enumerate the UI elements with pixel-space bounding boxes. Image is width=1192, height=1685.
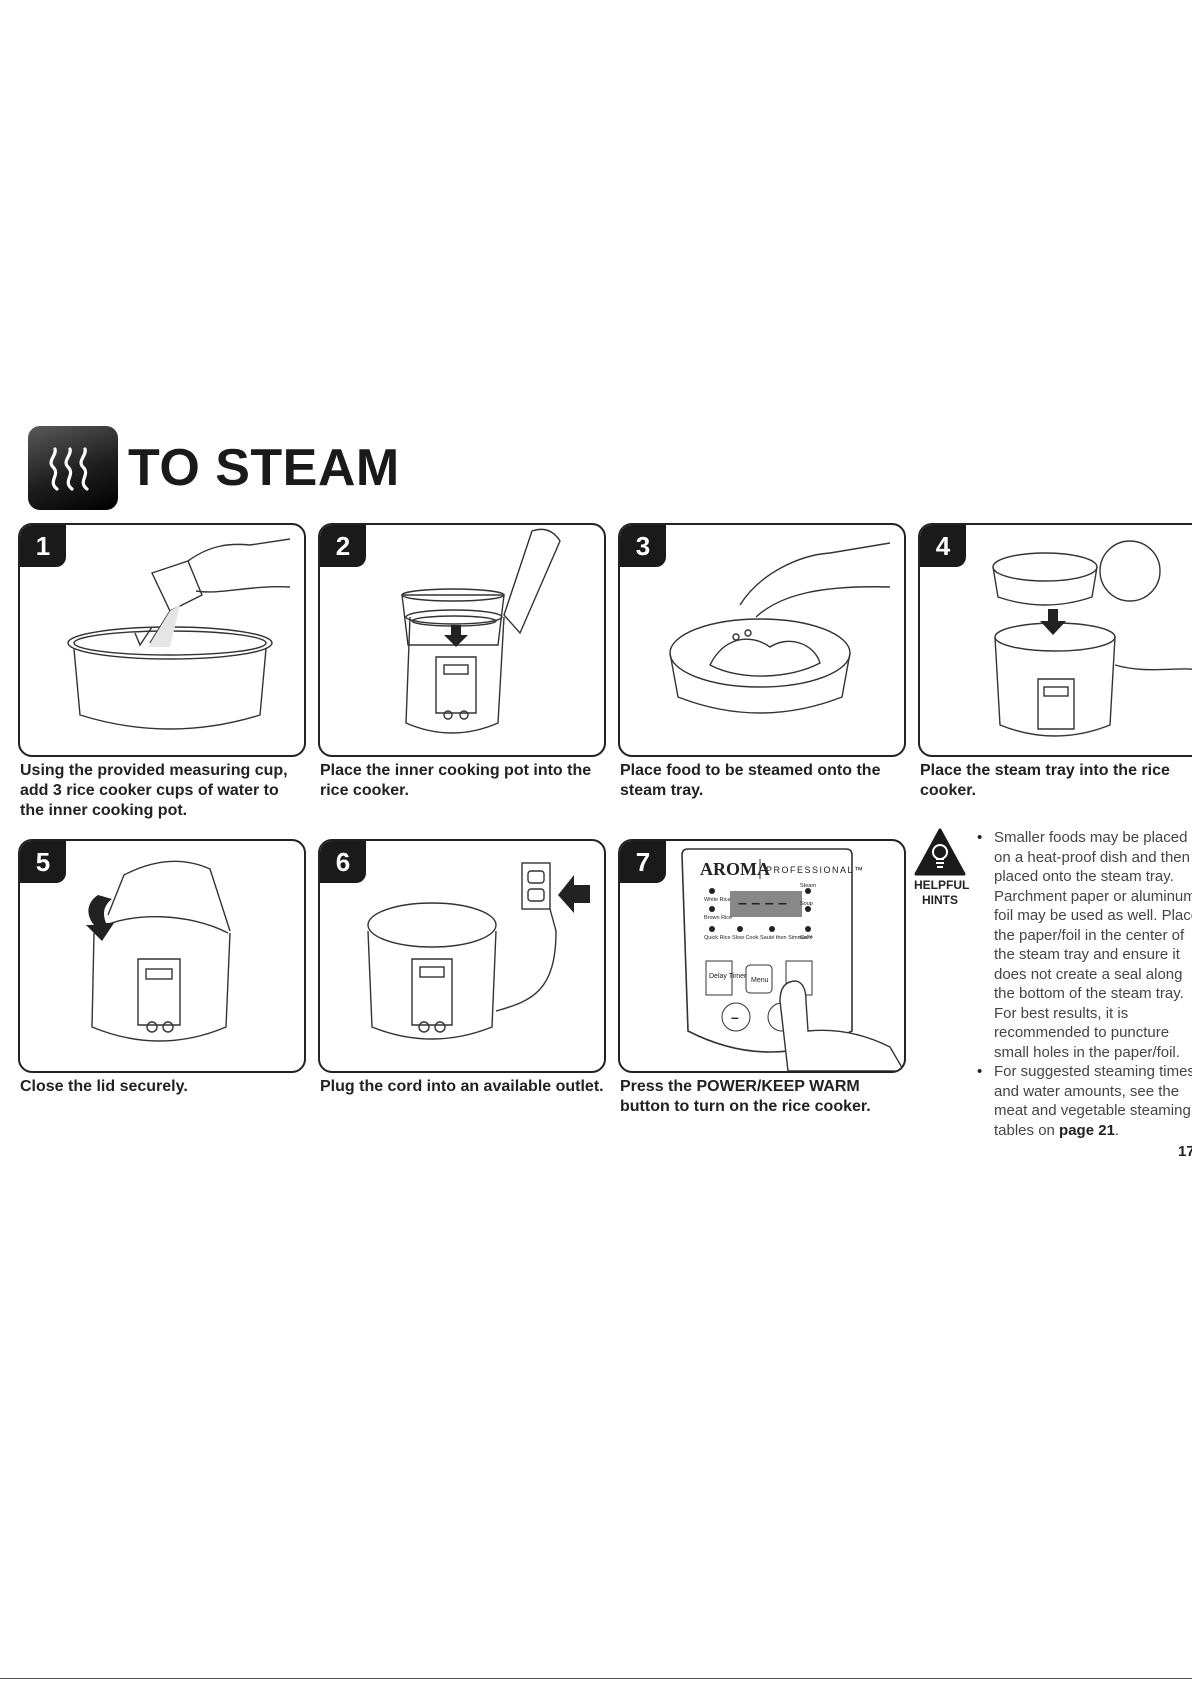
step-4-panel: 4 xyxy=(918,523,1192,757)
steam-label: Steam xyxy=(800,883,816,889)
lightbulb-warning-icon xyxy=(914,828,966,876)
step-2-panel: 2 xyxy=(318,523,606,757)
step-caption: Place food to be steamed onto the steam … xyxy=(620,761,906,801)
step-5: 5 Close the lid securely. xyxy=(18,839,306,1097)
step-caption: Close the lid securely. xyxy=(20,1077,306,1097)
step-number-badge: 5 xyxy=(20,841,66,883)
hint-item: Smaller foods may be placed on a heat-pr… xyxy=(974,828,1192,1062)
step-7-panel: AROMA PROFESSIONAL™ – – – – White Rice B… xyxy=(618,839,906,1073)
quick-rice-label: Quick Rice xyxy=(704,935,731,941)
cake-label: Cake xyxy=(800,935,813,941)
step-number-badge: 4 xyxy=(920,525,966,567)
step-number-badge: 3 xyxy=(620,525,666,567)
hints-label: HELPFUL HINTS xyxy=(914,878,966,908)
step-7: AROMA PROFESSIONAL™ – – – – White Rice B… xyxy=(618,839,906,1117)
steam-icon xyxy=(28,426,118,510)
white-rice-label: White Rice xyxy=(704,897,731,903)
step-number-badge: 1 xyxy=(20,525,66,567)
step-caption: Press the POWER/KEEP WARM button to turn… xyxy=(620,1077,906,1117)
slow-cook-label: Slow Cook xyxy=(732,935,759,941)
step-6: 6 Plug the cord into an available outlet… xyxy=(318,839,606,1097)
page-title: TO STEAM xyxy=(128,438,400,498)
brown-rice-label: Brown Rice xyxy=(704,915,732,921)
step-4: 4 Place the steam tray into the rice coo… xyxy=(918,523,1192,801)
step-caption: Using the provided measuring cup, add 3 … xyxy=(20,761,306,821)
lcd-readout: – – – – xyxy=(738,895,787,912)
step-1-panel: 1 xyxy=(18,523,306,757)
step-6-panel: 6 xyxy=(318,839,606,1073)
step-1: 1 Using the provided measuring cup, add … xyxy=(18,523,306,821)
bottom-divider xyxy=(0,1678,1192,1679)
hint-item: For suggested steaming times and water a… xyxy=(974,1062,1192,1140)
step-caption: Place the steam tray into the rice cooke… xyxy=(920,761,1192,801)
delay-timer-label: Delay Timer xyxy=(709,973,747,980)
brand-subtitle: PROFESSIONAL™ xyxy=(766,865,865,875)
section-header: TO STEAM xyxy=(28,426,400,510)
step-caption: Plug the cord into an available outlet. xyxy=(320,1077,606,1097)
menu-label: Menu xyxy=(751,977,769,984)
page-reference: page 21 xyxy=(1059,1122,1115,1139)
step-caption: Place the inner cooking pot into the ric… xyxy=(320,761,606,801)
step-2: 2 Place the inner cooking pot into the r… xyxy=(318,523,606,801)
page-number: 17 xyxy=(1178,1143,1192,1160)
step-5-panel: 5 xyxy=(18,839,306,1073)
step-3: 3 Place food to be steamed onto the stea… xyxy=(618,523,906,801)
step-number-badge: 7 xyxy=(620,841,666,883)
step-number-badge: 2 xyxy=(320,525,366,567)
minus-label: – xyxy=(731,1009,739,1025)
step-3-panel: 3 xyxy=(618,523,906,757)
hint-list: Smaller foods may be placed on a heat-pr… xyxy=(974,828,1192,1140)
soup-label: Soup xyxy=(800,901,813,907)
step-number-badge: 6 xyxy=(320,841,366,883)
